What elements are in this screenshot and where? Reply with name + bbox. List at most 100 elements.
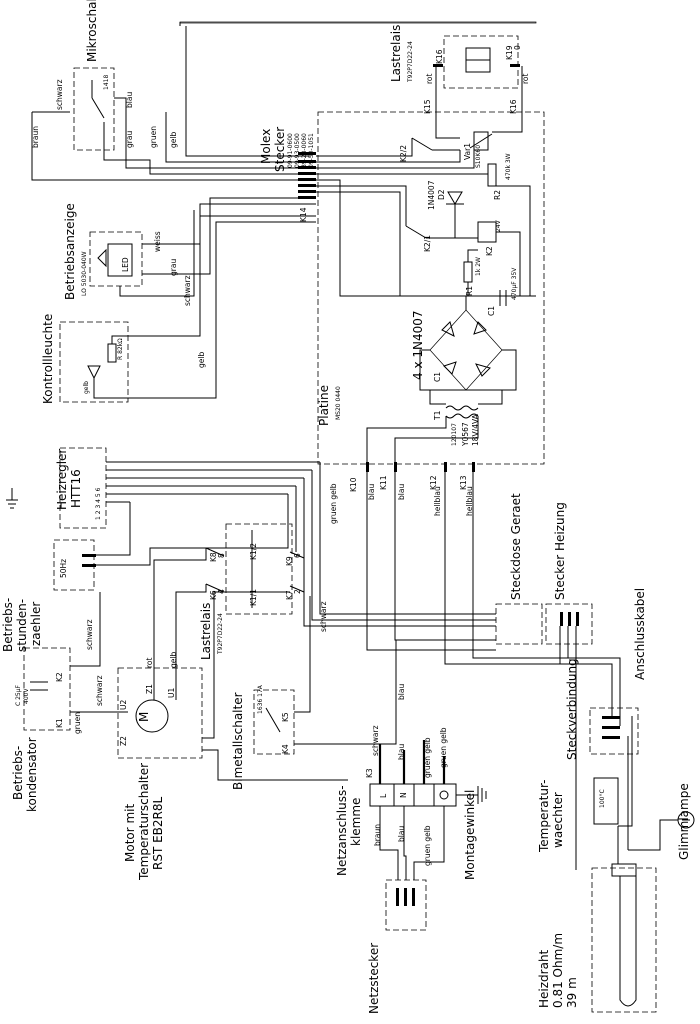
k12-label: K12 (429, 475, 438, 490)
k2c-label: K2 (55, 672, 64, 682)
motor-label-2: Temperaturschalter (137, 763, 151, 881)
wire-gruen-gelb-nk2: gruen gelb (439, 727, 448, 768)
r1-label: R1 (465, 286, 474, 296)
lastrelais-top-sub: T92P7D22-24 (407, 41, 414, 83)
wire-gruen-kond: gruen (73, 712, 82, 734)
kondensator-box (23, 647, 71, 731)
molex-part4: 09-50-1051 (308, 133, 315, 168)
wire-gelb-motor: gelb (169, 652, 178, 668)
trafo-label: Y0567 (461, 422, 470, 447)
r2-label: R2 (493, 190, 502, 200)
motor-symbol (135, 699, 169, 733)
motor-label-1: Motor mit (123, 803, 137, 862)
wire-blau-k10: blau (367, 484, 376, 500)
k2-coil (477, 221, 497, 243)
mikroschalter-label: Mikroschalter (85, 0, 99, 62)
steckverbindung-pins (602, 716, 620, 739)
c1-capacitor (499, 290, 507, 306)
k2-label: K2 (485, 246, 494, 256)
wire-weiss: weiss (153, 231, 162, 252)
lastrelais-top-box (443, 35, 519, 89)
kondensator-symbol (30, 681, 48, 691)
kondensator-label-1: Betriebs- (11, 746, 25, 800)
k15-label: K15 (423, 99, 432, 114)
montagewinkel-label: Montagewinkel (463, 790, 477, 880)
netzstecker-box (385, 879, 427, 931)
c-val: C 25µF (15, 684, 22, 706)
r1-sub: 1k 2W (475, 257, 482, 276)
k7-label: K7 (285, 590, 294, 600)
c1-bridge-label: C1 (433, 372, 442, 382)
bsz-label-1: Betriebs- (1, 598, 15, 652)
k2-sub: 24V (495, 219, 502, 232)
var1-varistor (469, 131, 493, 151)
kondensator-label-2: kondensator (25, 737, 39, 812)
temperaturwaechter-box (593, 777, 619, 825)
netzklemme-label-1: Netzanschluss- (335, 785, 349, 876)
k10-k13-connectors (366, 462, 475, 472)
wire-grau-ba: grau (169, 259, 178, 276)
bimetall-sub: 1636 17A (257, 684, 264, 714)
term-l: L (379, 793, 388, 798)
bsz-label-3: zaehler (29, 602, 43, 646)
wire-gruen-gelb-nk: gruen gelb (423, 737, 432, 778)
motor-box (117, 667, 203, 759)
wire-schwarz-mikro: schwarz (55, 79, 64, 110)
wire-gruen-gelb-nk3: gruen gelb (423, 825, 432, 866)
glimmlampe-label: Glimmlampe (677, 783, 691, 860)
betriebsanzeige-box (89, 231, 143, 287)
wire-schwarz-nk: schwarz (371, 725, 380, 756)
wire-schwarz-bsz: schwarz (85, 619, 94, 650)
plug-pins (560, 612, 579, 626)
lastrelais-top-label: Lastrelais (389, 25, 403, 82)
k19-label: K19 (505, 45, 514, 60)
mikroschalter-switch (91, 80, 120, 140)
d2b-label: D2 (437, 189, 446, 200)
r1-resistor (463, 261, 473, 283)
wire-blau-nk2: blau (397, 826, 406, 842)
heizdraht-frame (591, 867, 657, 1013)
lastrelais-mid-box (225, 523, 293, 615)
k4-label: K4 (281, 744, 290, 754)
heizdraht-coil (619, 876, 637, 1007)
c1-label: C1 (487, 306, 496, 316)
z2-label: Z2 (119, 736, 128, 746)
steckverbindung-label: Steckverbindung (565, 658, 579, 760)
steckverbindung-box (589, 707, 639, 755)
kontrollleuchte-box (59, 321, 129, 403)
wire-rot-motor: rot (145, 657, 154, 668)
r2-sub: 470k 3W (505, 153, 512, 180)
heizdraht-label-1: Heizdraht (537, 949, 551, 1008)
betriebsanzeige-label: Betriebsanzeige (63, 203, 77, 300)
bsz-label-2: stunden- (15, 599, 29, 652)
wire-schwarz-relay: schwarz (319, 601, 328, 632)
bsz-val: 50Hz (59, 559, 68, 578)
rot-label-2: rot (521, 73, 530, 84)
k9n-label: 6 (293, 553, 302, 558)
k5-label: K5 (281, 712, 290, 722)
d2-diode (446, 191, 464, 205)
top-frame (179, 21, 537, 24)
k14-label: K14 (299, 207, 308, 222)
molex-part3: 39-28-0060 (301, 133, 308, 168)
heizregler-label: Heizregler (55, 449, 69, 510)
bridge-label: 4 x 1N4007 (411, 310, 425, 380)
d2-label: 1N4007 (427, 180, 436, 210)
k8n-label: 8 (217, 553, 226, 558)
molex-part2: 09-93-0500 (294, 133, 301, 168)
k8-label: K8 (209, 552, 218, 562)
steckdose-label: Steckdose Geraet (509, 493, 523, 600)
bimetall-label: Bimetallschalter (231, 692, 245, 790)
mikroschalter-box (73, 67, 115, 151)
z1-label: Z1 (145, 684, 154, 694)
bimetall-box (253, 689, 295, 755)
c1-sub: 470µF 35V (511, 267, 518, 300)
wire-hellblau-k13: hellblau (465, 486, 474, 516)
terminal-ground (439, 790, 449, 800)
steckdose-box (495, 603, 543, 645)
trafo-sub: 18V/4VA (471, 413, 480, 446)
heizregler-sub: HTT16 (69, 469, 83, 508)
wire-braun: braun (31, 126, 40, 148)
k10-label: K10 (349, 477, 358, 492)
